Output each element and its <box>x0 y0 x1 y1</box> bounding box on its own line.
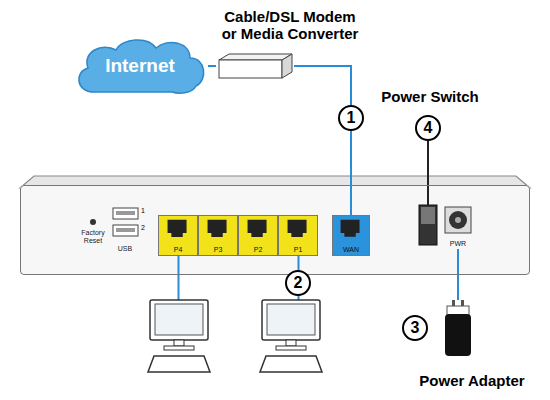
router-body <box>20 185 530 275</box>
callout-number: 2 <box>294 274 303 292</box>
callout-number: 1 <box>347 109 356 127</box>
monitor <box>262 300 320 340</box>
lan-cable <box>178 256 180 300</box>
panel-label: Factory Reset <box>73 229 113 245</box>
lan-port: P1 <box>278 215 318 256</box>
usb-port-tongue <box>116 211 135 215</box>
rj45-socket <box>288 220 307 237</box>
jack-ring <box>449 211 467 229</box>
connector <box>208 65 216 67</box>
leader-line <box>427 141 429 205</box>
lan-port: P3 <box>198 215 238 256</box>
adapter-body <box>445 314 471 356</box>
router-housing: Factory ResetUSB P4 P3 P2 P1 WAN PWR <box>20 185 530 275</box>
modem-top <box>219 54 292 60</box>
device-label: Power Adapter <box>419 372 524 390</box>
monitor-base <box>276 346 306 350</box>
callout-outline <box>416 116 440 140</box>
lan-port: P4 <box>158 215 198 256</box>
internet-cloud: Internet <box>72 36 208 96</box>
power-switch <box>419 205 437 245</box>
power-switch-rocker <box>421 207 435 224</box>
computer-icon <box>260 300 322 372</box>
modem-front <box>219 60 282 78</box>
callout-circle: 4 <box>415 115 441 141</box>
port-label: P1 <box>294 246 303 254</box>
power-jack: PWR <box>442 205 474 249</box>
port-label: P2 <box>254 246 263 254</box>
callout-number: 4 <box>424 119 433 137</box>
callout-circle: 2 <box>285 270 311 296</box>
screen <box>155 304 203 335</box>
usb-port <box>113 208 138 219</box>
cloud-outline <box>79 40 204 93</box>
part-label: Power Switch <box>381 88 479 106</box>
callout-outline <box>286 271 310 295</box>
port-label: PWR <box>450 240 466 248</box>
keyboard <box>148 356 210 372</box>
port-number: 2 <box>141 224 145 232</box>
monitor <box>150 300 208 340</box>
callout-circle: 1 <box>338 105 364 131</box>
screen <box>267 304 315 335</box>
modem-shape <box>216 52 294 80</box>
modem-side <box>282 54 292 78</box>
port-number: 1 <box>141 207 145 215</box>
jack-pin <box>455 217 461 223</box>
reset-hole <box>90 219 96 225</box>
keyboard <box>260 356 322 372</box>
rj45-socket <box>341 220 360 237</box>
panel-label: USB <box>118 245 132 253</box>
callout-circle: 3 <box>402 315 428 341</box>
monitor-base <box>164 346 194 350</box>
jack-frame <box>445 207 471 233</box>
rj45-socket <box>208 220 227 237</box>
callout-outline <box>339 106 363 130</box>
monitor-stand <box>286 340 296 346</box>
computer-icon <box>148 300 210 372</box>
monitor-stand <box>174 340 184 346</box>
device-label: Cable/DSL Modem or Media Converter <box>215 8 365 42</box>
lan-port: P2 <box>238 215 278 256</box>
callout-number: 3 <box>411 319 420 337</box>
wan-port: WAN <box>332 215 370 256</box>
usb-port <box>113 225 138 236</box>
port-label: P3 <box>214 246 223 254</box>
cloud-label: Internet <box>105 55 175 77</box>
power-adapter: Power Adapter <box>441 300 475 358</box>
modem-box: Cable/DSL Modem or Media Converter <box>216 52 294 80</box>
rj45-socket <box>168 220 187 237</box>
adapter-shape <box>441 300 475 358</box>
port-label: P4 <box>174 246 183 254</box>
usb-port-tongue <box>116 228 135 232</box>
port-label: WAN <box>343 246 359 254</box>
callout-outline <box>403 316 427 340</box>
connector <box>294 66 351 215</box>
rj45-socket <box>248 220 267 237</box>
